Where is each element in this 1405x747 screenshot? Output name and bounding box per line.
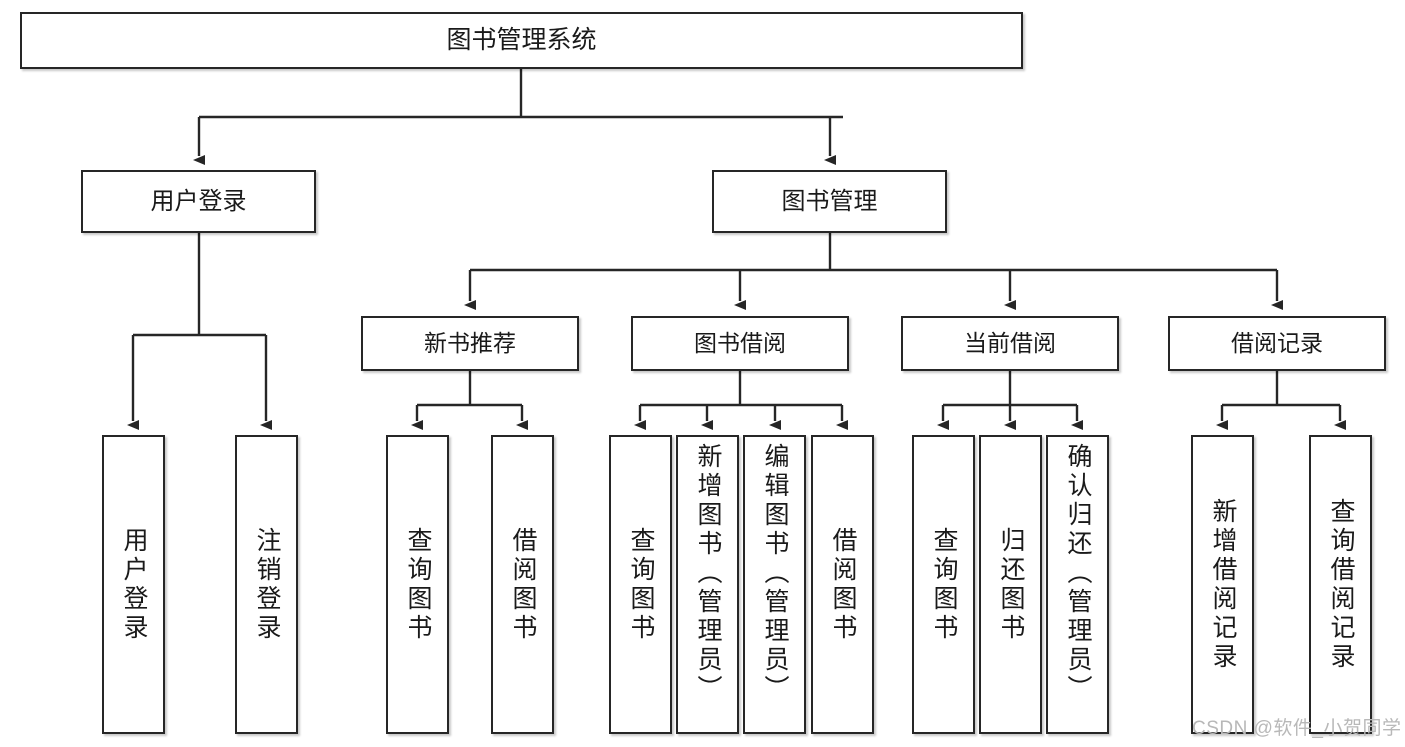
node-label: 查询图书 [627,526,655,643]
node-borrow-records[interactable]: 借阅记录 [1168,316,1386,371]
csdn-watermark: CSDN @软件_小贺同学 [1192,718,1402,739]
node-label: 用户登录 [150,187,247,215]
leaf-book-borrow-add-book-admin[interactable]: 新增图书（管理员） [676,435,739,734]
node-new-book-recommend[interactable]: 新书推荐 [361,316,579,371]
node-label: 编辑图书（管理员） [761,443,789,704]
node-label: 用户登录 [120,526,148,643]
node-label: 借阅图书 [829,526,857,643]
leaf-new-book-borrow-book[interactable]: 借阅图书 [491,435,554,734]
leaf-current-borrow-query-book[interactable]: 查询图书 [912,435,975,734]
node-label: 注销登录 [253,526,281,643]
node-label: 新书推荐 [424,330,516,357]
node-label: 归还图书 [997,526,1025,643]
node-label: 新增图书（管理员） [694,443,722,704]
leaf-new-book-query-book[interactable]: 查询图书 [386,435,449,734]
node-label: 借阅图书 [509,526,537,643]
node-label: 查询图书 [930,526,958,643]
leaf-current-borrow-return-book[interactable]: 归还图书 [979,435,1042,734]
node-book-management[interactable]: 图书管理 [712,170,947,233]
leaf-book-borrow-edit-book-admin[interactable]: 编辑图书（管理员） [743,435,806,734]
leaf-book-borrow-borrow-book[interactable]: 借阅图书 [811,435,874,734]
leaf-borrow-records-query-record[interactable]: 查询借阅记录 [1309,435,1372,734]
node-user-login[interactable]: 用户登录 [81,170,316,233]
leaf-user-login-logout[interactable]: 注销登录 [235,435,298,734]
node-label: 当前借阅 [964,330,1056,357]
node-label: 查询借阅记录 [1327,497,1355,672]
leaf-user-login-login[interactable]: 用户登录 [102,435,165,734]
node-label: 查询图书 [404,526,432,643]
node-current-borrow[interactable]: 当前借阅 [901,316,1119,371]
node-label: 图书管理 [781,187,878,215]
node-label: 新增借阅记录 [1209,497,1237,672]
node-label: 图书借阅 [694,330,786,357]
node-label: 借阅记录 [1231,330,1323,357]
node-root-book-management-system[interactable]: 图书管理系统 [20,12,1023,69]
node-label: 确认归还（管理员） [1064,443,1092,704]
node-label: 图书管理系统 [446,26,597,54]
node-book-borrow[interactable]: 图书借阅 [631,316,849,371]
leaf-borrow-records-add-record[interactable]: 新增借阅记录 [1191,435,1254,734]
leaf-current-borrow-confirm-return-admin[interactable]: 确认归还（管理员） [1046,435,1109,734]
leaf-book-borrow-query-book[interactable]: 查询图书 [609,435,672,734]
